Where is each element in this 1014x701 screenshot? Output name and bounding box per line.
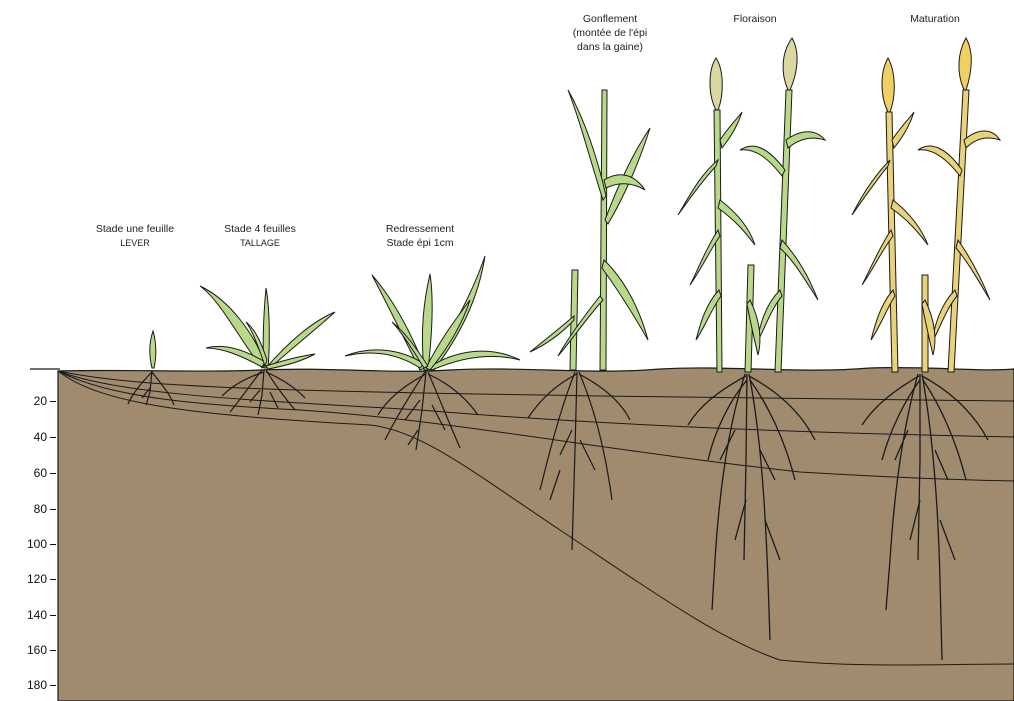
plant-3-leaf-b <box>422 274 432 370</box>
label-stage-gonflement: Gonflement (montée de l'épi dans la gain… <box>545 12 675 54</box>
depth-tick-40: 40 <box>34 430 56 444</box>
label-stage-tallage: Stade 4 feuilles TALLAGE <box>200 222 320 250</box>
label-stage-tallage-line1: Stade 4 feuilles <box>224 223 296 235</box>
plant-5-leaf-f <box>740 146 785 176</box>
plant-5-leaf-a <box>678 160 718 215</box>
depth-axis: 20 40 60 80 100 120 140 160 180 <box>0 0 60 701</box>
label-stage-gonflement-line1: Gonflement <box>545 12 675 26</box>
plant-6-leaf-e <box>964 131 1000 148</box>
label-stage-gonflement-line3: dans la gaine) <box>545 40 675 54</box>
depth-tick-140: 140 <box>27 608 56 622</box>
label-stage-lever: Stade une feuille LEVER <box>70 222 200 250</box>
plant-5-leaf-j <box>718 200 755 245</box>
label-stage-redressement: Redressement Stade épi 1cm <box>360 222 480 250</box>
label-stage-floraison: Floraison <box>700 12 810 26</box>
label-stage-tallage-line2: TALLAGE <box>200 236 320 250</box>
plant-6-leaf-j <box>891 200 928 245</box>
plant-5-stem-c <box>775 90 792 372</box>
plant-4-leaf-c <box>602 260 648 340</box>
depth-tick-20: 20 <box>34 394 56 408</box>
plant-1-leaf <box>150 331 156 368</box>
plant-5-ear-a <box>710 58 722 110</box>
depth-tick-160: 160 <box>27 643 56 657</box>
depth-tick-120: 120 <box>27 572 56 586</box>
label-stage-maturation-line1: Maturation <box>910 13 960 25</box>
plant-6-leaf-b <box>862 230 893 285</box>
plant-4-leaf-e <box>530 316 574 352</box>
depth-tick-100: 100 <box>27 537 56 551</box>
plant-6-leaf-g <box>956 240 990 300</box>
label-stage-lever-line2: LEVER <box>70 236 200 250</box>
plant-5-leaf-g <box>780 240 818 300</box>
plant-4-stem <box>600 90 607 370</box>
soil-area <box>58 368 1014 701</box>
plant-4-leaf-a <box>568 90 606 200</box>
plant-6-leaf-f <box>918 146 962 176</box>
plant-2-leaf-a <box>200 286 266 368</box>
plant-6-stem-c <box>948 90 969 372</box>
plant-6-ear-a <box>882 58 894 112</box>
plant-6-ear-b <box>959 38 971 90</box>
label-stage-lever-line1: Stade une feuille <box>96 223 174 235</box>
depth-tick-60: 60 <box>34 466 56 480</box>
label-stage-floraison-line1: Floraison <box>733 13 776 25</box>
label-stage-redressement-line2: Stade épi 1cm <box>360 236 480 250</box>
plant-5-leaf-d <box>720 112 742 148</box>
label-stage-redressement-line1: Redressement <box>386 223 454 235</box>
depth-tick-80: 80 <box>34 502 56 516</box>
depth-tick-180: 180 <box>27 678 56 692</box>
plant-5-leaf-e <box>786 132 825 148</box>
plant-6-leaf-a <box>852 160 890 215</box>
plant-6-leaf-d <box>892 112 914 148</box>
label-stage-gonflement-line2: (montée de l'épi <box>545 26 675 40</box>
plant-5-ear-b <box>783 38 797 90</box>
label-stage-maturation: Maturation <box>880 12 990 26</box>
